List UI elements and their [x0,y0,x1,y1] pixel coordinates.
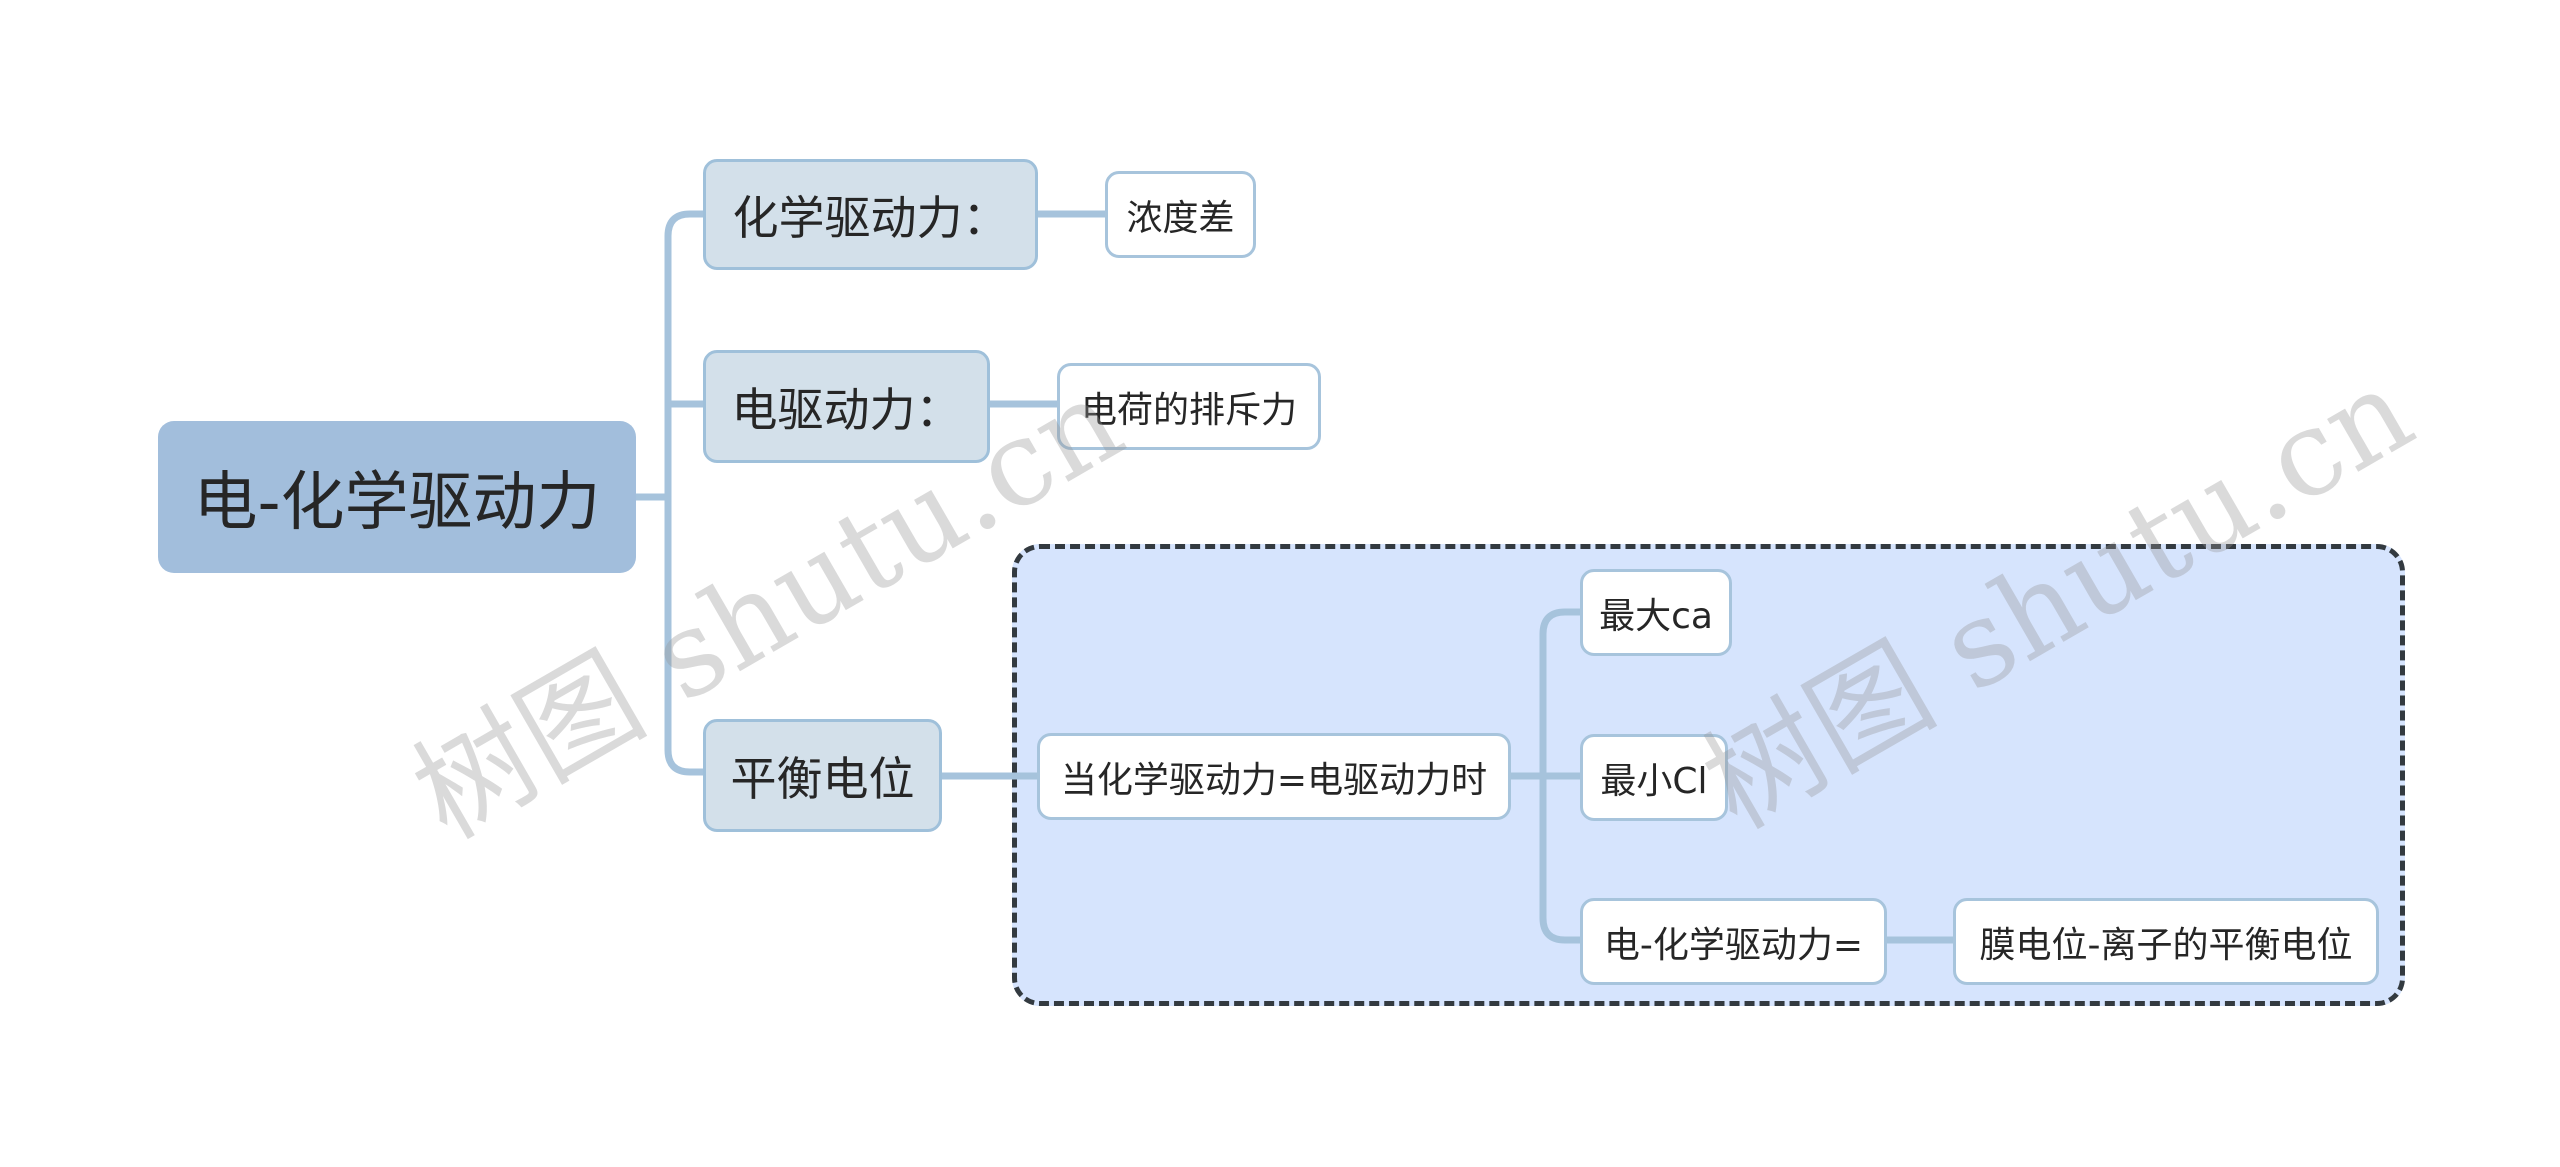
leaf-electrochemical-formula-label: 电-化学驱动力= [1603,924,1864,966]
branch-balance-potential-label: 平衡电位 [730,751,915,806]
leaf-charge-repulsion-label: 电荷的排斥力 [1080,389,1297,431]
branch-balance-potential[interactable]: 平衡电位 [703,719,942,832]
connector-branch-balance [664,493,708,776]
branch-electric-force-label: 电驱动力： [731,382,962,437]
leaf-charge-repulsion[interactable]: 电荷的排斥力 [1057,363,1321,450]
connector-branch-chemical [664,210,708,501]
connector-condition-max [1539,608,1584,780]
root-node[interactable]: 电-化学驱动力 [158,421,636,573]
leaf-concentration-difference[interactable]: 浓度差 [1105,171,1256,258]
leaf-electrochemical-formula[interactable]: 电-化学驱动力= [1580,898,1887,985]
leaf-min-cl-label: 最小Cl [1600,760,1708,802]
branch-chemical-force-label: 化学驱动力： [732,190,1009,245]
leaf-equilibrium-condition[interactable]: 当化学驱动力=电驱动力时 [1037,733,1511,820]
connector-condition-formula [1539,772,1584,944]
branch-chemical-force[interactable]: 化学驱动力： [703,159,1038,270]
leaf-equilibrium-condition-label: 当化学驱动力=电驱动力时 [1060,759,1488,801]
leaf-max-ca-label: 最大ca [1599,595,1713,637]
leaf-max-ca[interactable]: 最大ca [1580,569,1732,656]
root-label: 电-化学驱动力 [193,466,601,540]
leaf-membrane-minus-equilibrium[interactable]: 膜电位-离子的平衡电位 [1953,898,2379,985]
leaf-min-cl[interactable]: 最小Cl [1580,734,1728,821]
leaf-concentration-difference-label: 浓度差 [1126,197,1235,239]
branch-electric-force[interactable]: 电驱动力： [703,350,990,463]
leaf-membrane-minus-equilibrium-label: 膜电位-离子的平衡电位 [1979,924,2353,966]
